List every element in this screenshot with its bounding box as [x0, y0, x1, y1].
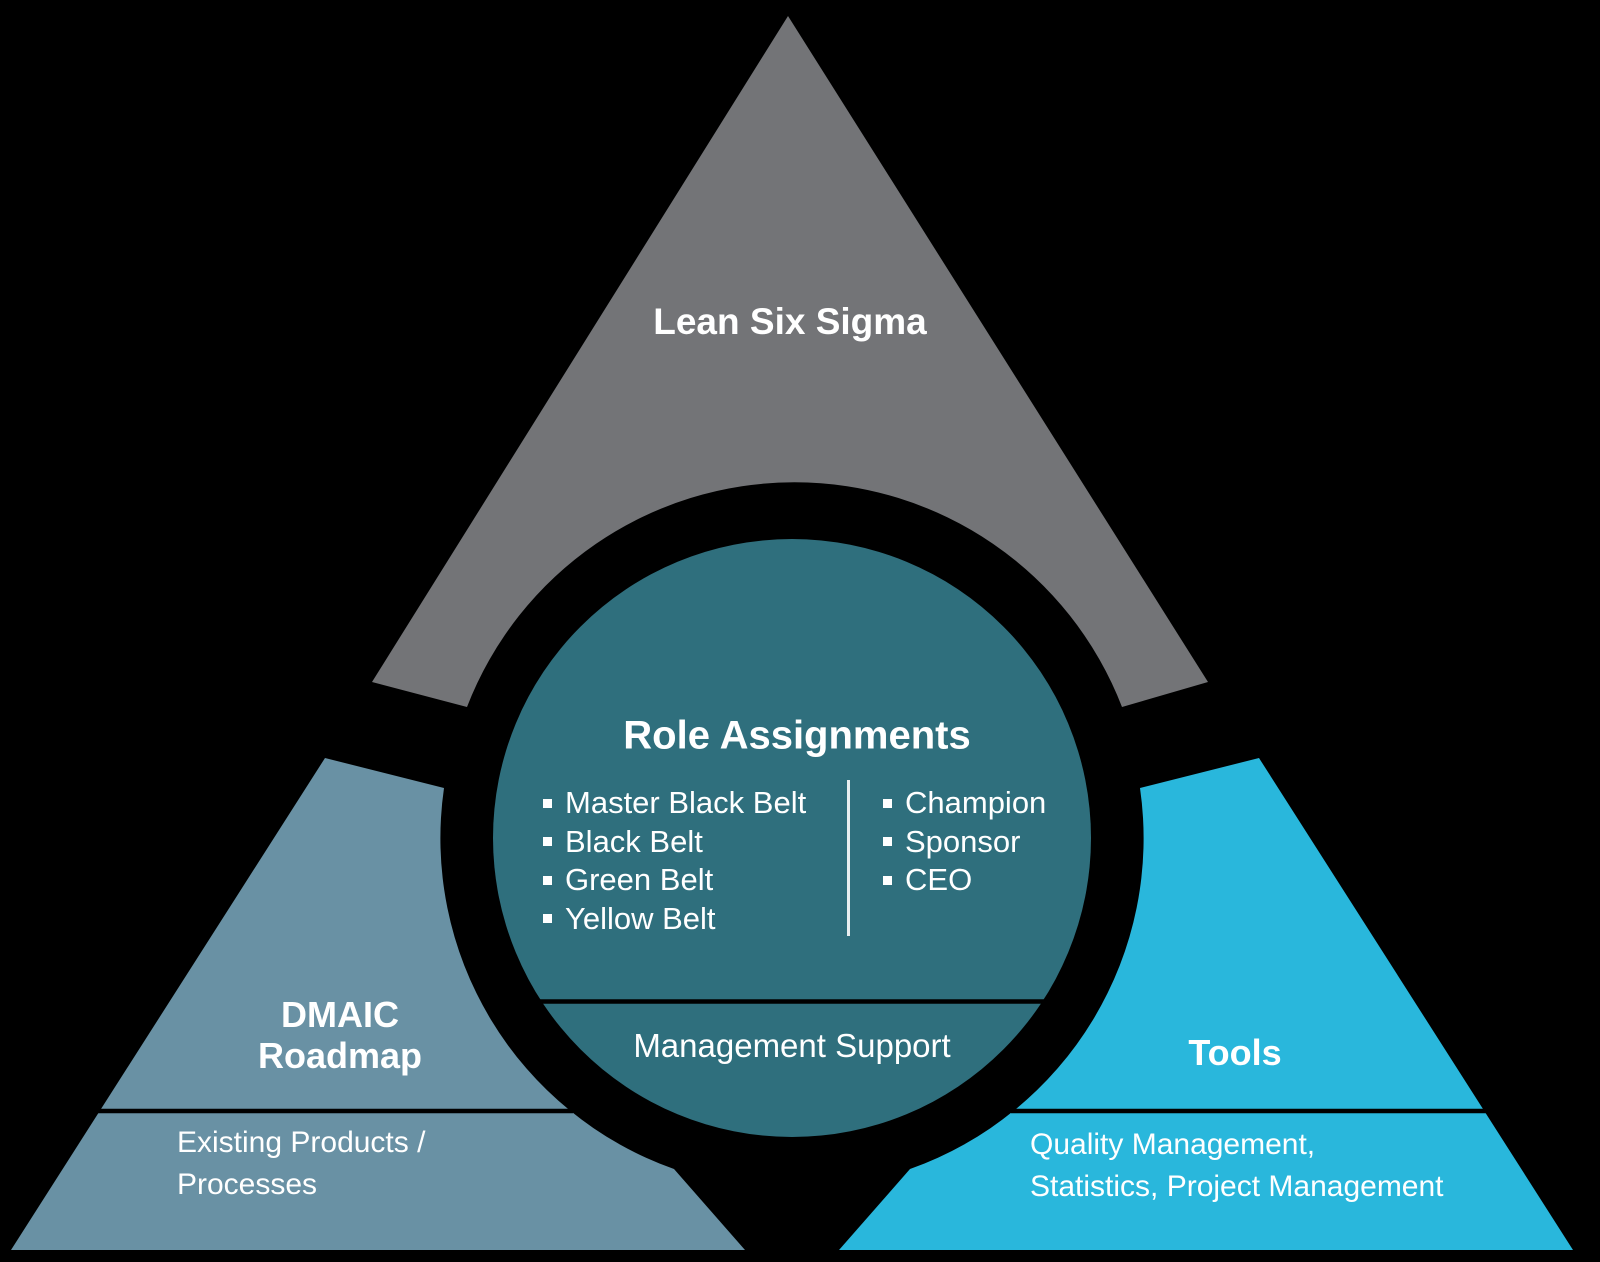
list-item: Champion [883, 784, 1046, 823]
bullet-square-icon [883, 875, 892, 885]
tools-subtitle-label: Quality Management, Statistics, Project … [1030, 1124, 1444, 1208]
tools-subtitle-line2: Statistics, Project Management [1030, 1170, 1444, 1203]
bullet-square-icon [883, 837, 892, 847]
bullet-square-icon [543, 914, 552, 924]
top-triangle-shape [372, 16, 1208, 707]
bullet-square-icon [543, 798, 552, 808]
right-triangle-shape [839, 758, 1573, 1250]
role-assignments-title: Role Assignments [623, 713, 971, 758]
tools-title: Tools [1188, 1032, 1282, 1073]
left-triangle-shape [11, 758, 745, 1250]
bullet-square-icon [543, 875, 552, 885]
list-item: Yellow Belt [543, 900, 806, 939]
existing-products-label: Existing Products / Processes [177, 1122, 425, 1206]
list-item: Black Belt [543, 823, 806, 862]
role-label: CEO [905, 862, 973, 897]
role-list-belts: Master Black Belt Black Belt Green Belt … [543, 784, 806, 938]
existing-products-line1: Existing Products / [177, 1126, 426, 1159]
list-item: Master Black Belt [543, 784, 806, 823]
management-support-label: Management Support [633, 1027, 951, 1064]
bullet-square-icon [543, 837, 552, 847]
center-circle-shape [493, 539, 1091, 1137]
list-item: CEO [883, 861, 1046, 900]
role-label: Yellow Belt [565, 900, 716, 936]
list-item: Sponsor [883, 823, 1046, 862]
lean-six-sigma-title: Lean Six Sigma [653, 301, 927, 342]
role-label: Green Belt [565, 862, 714, 897]
role-label: Black Belt [565, 823, 703, 859]
bullet-square-icon [883, 798, 892, 808]
role-label: Master Black Belt [565, 785, 807, 820]
dmaic-title-line2: Roadmap [257, 1035, 423, 1076]
role-label: Sponsor [905, 823, 1021, 859]
dmaic-title-line1: DMAIC [281, 994, 399, 1035]
tools-subtitle-line1: Quality Management, [1030, 1128, 1316, 1161]
dmaic-roadmap-title: DMAIC Roadmap [258, 994, 422, 1076]
existing-products-line2: Processes [177, 1168, 318, 1201]
role-list-management: Champion Sponsor CEO [883, 784, 1046, 900]
list-item: Green Belt [543, 861, 806, 900]
role-label: Champion [905, 785, 1047, 820]
